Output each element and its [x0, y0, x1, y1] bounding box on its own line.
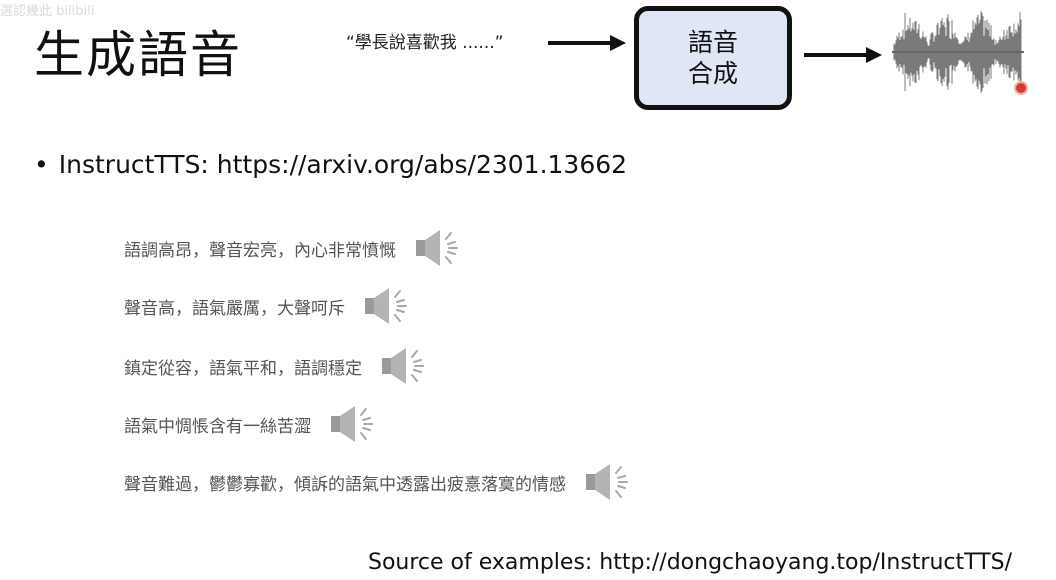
speaker-icon[interactable] — [363, 286, 415, 326]
arrow-right-icon — [804, 47, 882, 63]
example-row: 聲音難過，鬱鬱寡歡，傾訴的語氣中透露出疲憙落寞的情感 — [124, 462, 636, 502]
speaker-icon[interactable] — [329, 404, 381, 444]
bullet-instructtts: • InstructTTS: https://arxiv.org/abs/2301… — [34, 150, 627, 179]
example-row: 鎮定從容，語氣平和，語調穩定 — [124, 346, 432, 386]
slide-title: 生成語音 — [34, 26, 242, 84]
speaker-icon[interactable] — [380, 346, 432, 386]
record-dot-icon — [1016, 83, 1026, 93]
arrow-right-icon — [548, 35, 626, 51]
source-note[interactable]: Source of examples: http://dongchaoyang.… — [368, 550, 1012, 575]
speaker-icon[interactable] — [584, 462, 636, 502]
example-text: 聲音難過，鬱鬱寡歡，傾訴的語氣中透露出疲憙落寞的情感 — [124, 474, 566, 495]
bullet-dot: • — [34, 150, 49, 179]
video-watermark: 選認幾此 bilibili — [0, 4, 95, 19]
example-text: 鎮定從容，語氣平和，語調穩定 — [124, 358, 362, 379]
bullet-text[interactable]: InstructTTS: https://arxiv.org/abs/2301.… — [58, 150, 628, 179]
example-text: 聲音高，語氣嚴厲，大聲呵斥 — [124, 298, 345, 319]
speaker-icon[interactable] — [414, 228, 466, 268]
tts-model-box: 語音 合成 — [634, 6, 792, 110]
example-row: 聲音高，語氣嚴厲，大聲呵斥 — [124, 286, 415, 326]
waveform-icon — [892, 11, 1024, 93]
example-row: 語氣中惆悵含有一絲苦澀 — [124, 404, 381, 444]
example-text: 語調高昂，聲音宏亮，內心非常憤慨 — [124, 240, 396, 261]
example-text: 語氣中惆悵含有一絲苦澀 — [124, 416, 311, 437]
example-row: 語調高昂，聲音宏亮，內心非常憤慨 — [124, 228, 466, 268]
tts-box-line2: 合成 — [687, 59, 738, 88]
tts-box-line1: 語音 — [687, 27, 738, 57]
input-text-quote: “學長說喜歡我 ......” — [346, 33, 504, 53]
